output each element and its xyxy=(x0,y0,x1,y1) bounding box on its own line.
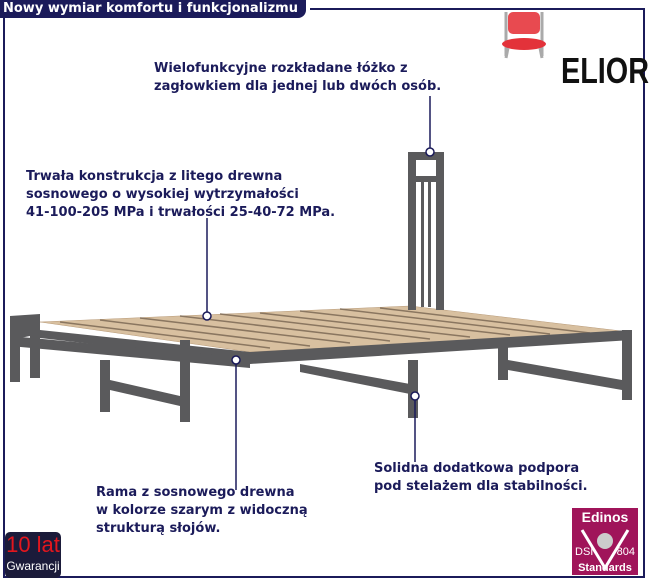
warranty-badge: 10 lat Gwarancji xyxy=(5,532,61,578)
certificate-badge: Edinos DSI 804 Standards xyxy=(572,508,638,575)
callout-headboard: Wielofunkcyjne rozkładane łóżko z zagłow… xyxy=(154,61,442,94)
frame-border xyxy=(3,8,645,578)
callout-construction: Trwała konstrukcja z litego drewna sosno… xyxy=(26,169,336,220)
certificate-left: DSI xyxy=(575,546,594,558)
certificate-name: Edinos xyxy=(581,509,629,525)
chair-logo-icon xyxy=(502,12,546,59)
brand-logo: ELIOR xyxy=(561,50,650,91)
headboard xyxy=(408,152,444,310)
callout-lines xyxy=(202,96,435,490)
warranty-label: Gwarancji xyxy=(6,559,60,573)
warranty-years: 10 lat xyxy=(6,532,60,557)
certificate-footer: Standards xyxy=(578,562,632,574)
frame-border-top xyxy=(310,8,643,10)
certificate-emblem-icon xyxy=(580,529,630,571)
callout-support: Solidna dodatkowa podpora pod stelażem d… xyxy=(374,461,588,494)
certificate-right: 804 xyxy=(616,546,635,558)
bed-frame xyxy=(10,314,632,422)
page-title: Nowy wymiar komfortu i funkcjonalizmu xyxy=(0,0,306,18)
callout-frame: Rama z sosnowego drewna w kolorze szarym… xyxy=(96,485,308,536)
